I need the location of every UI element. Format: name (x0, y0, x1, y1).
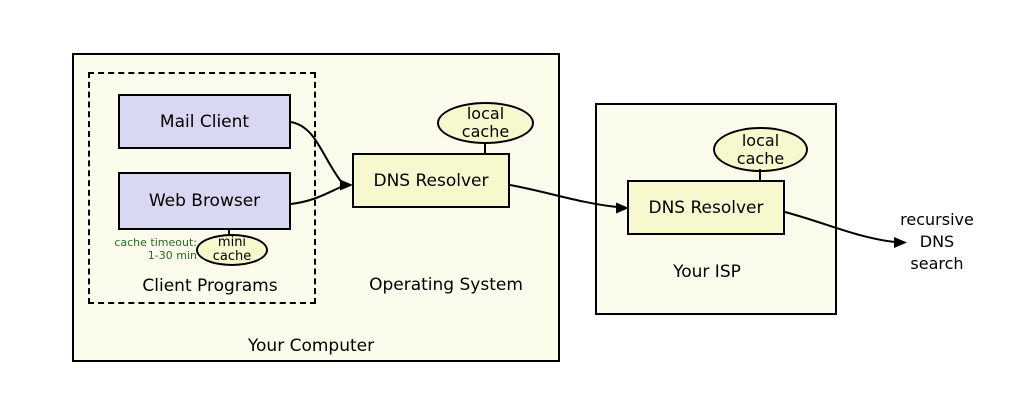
local-cache-isp-line1: local (741, 130, 780, 150)
cache-timeout-note: cache timeout: 1-30 min (80, 236, 197, 262)
cache-timeout-line1: cache timeout: (114, 236, 197, 249)
client-programs-label: Client Programs (142, 276, 278, 296)
dns-resolver-isp-label: DNS Resolver (648, 197, 764, 218)
recursive-line2: DNS (919, 232, 955, 251)
local-cache-isp-ellipse: local cache (713, 127, 808, 172)
mail-client-label: Mail Client (159, 111, 250, 132)
recursive-line1: recursive (900, 210, 974, 229)
mini-cache-ellipse: mini cache (196, 234, 268, 266)
dns-resolver-computer-label: DNS Resolver (373, 170, 489, 191)
mini-cache-line1: mini (217, 235, 247, 250)
cache-timeout-line2: 1-30 min (147, 249, 197, 262)
recursive-dns-search-label: recursive DNS search (862, 209, 1012, 275)
operating-system-label: Operating System (369, 275, 523, 295)
your-computer-label: Your Computer (247, 336, 375, 356)
local-cache-computer-line1: local (466, 104, 505, 123)
local-cache-computer-ellipse: local cache (437, 102, 534, 144)
web-browser-node: Web Browser (118, 172, 291, 230)
mini-cache-line2: cache (212, 249, 252, 264)
dns-resolver-computer-node: DNS Resolver (352, 153, 510, 208)
local-cache-isp-line2: cache (736, 148, 785, 168)
recursive-line3: search (910, 254, 964, 273)
web-browser-label: Web Browser (148, 191, 261, 211)
mail-client-node: Mail Client (118, 94, 291, 149)
local-cache-computer-line2: cache (461, 122, 510, 141)
your-isp-label: Your ISP (673, 262, 741, 282)
dns-resolver-isp-node: DNS Resolver (627, 180, 785, 235)
